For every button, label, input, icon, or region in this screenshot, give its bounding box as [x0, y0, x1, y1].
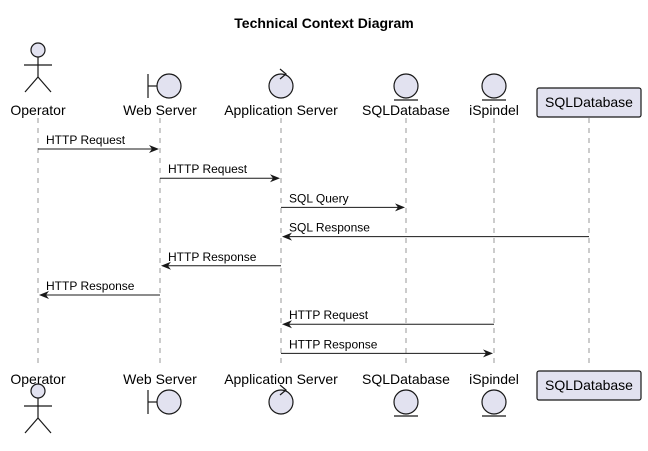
participant-sql-box: SQLDatabase	[536, 87, 642, 118]
message-arrow: HTTP Response	[281, 337, 493, 358]
participant-headers-top: Operator Web Server Application Server SQLD…	[10, 42, 642, 118]
message-arrow: HTTP Request	[282, 308, 494, 329]
entity-icon	[393, 73, 419, 101]
arrow-head	[161, 261, 171, 270]
participant-box	[536, 370, 642, 401]
message-label: HTTP Request	[168, 162, 248, 176]
control-icon	[268, 384, 294, 415]
arrow-head	[395, 203, 405, 212]
participant-label: Web Server	[123, 102, 197, 118]
boundary-icon	[147, 389, 182, 415]
participant-label: iSpindel	[469, 102, 519, 118]
message-arrow: HTTP Response	[39, 279, 160, 299]
control-icon	[268, 68, 294, 99]
message-label: HTTP Request	[289, 308, 369, 322]
message-label: SQL Response	[289, 221, 370, 235]
boundary-icon	[147, 73, 182, 99]
participant-sql-entity: SQLDatabase	[362, 73, 450, 118]
participant-ispindel: iSpindel	[469, 371, 519, 417]
participant-app-server: Application Server	[224, 371, 338, 415]
participant-operator: Operator	[10, 42, 66, 118]
participant-label: SQLDatabase	[545, 94, 633, 110]
arrow-head	[282, 320, 292, 329]
message-arrow: HTTP Response	[161, 250, 281, 270]
message-label: SQL Query	[289, 191, 349, 205]
message-label: HTTP Response	[168, 250, 257, 264]
arrow-head	[483, 349, 493, 358]
lifelines	[37, 118, 590, 368]
participant-label: iSpindel	[469, 371, 519, 387]
participant-box	[536, 87, 642, 118]
participant-app-server: Application Server	[224, 68, 338, 118]
participant-label: Application Server	[224, 371, 338, 387]
participant-label: Web Server	[123, 371, 197, 387]
participant-operator: Operator	[10, 371, 66, 434]
participant-label: Operator	[10, 371, 66, 387]
message-arrow: SQL Response	[282, 221, 589, 241]
entity-icon	[481, 73, 507, 101]
arrow-head	[39, 291, 49, 299]
message-label: HTTP Response	[46, 279, 135, 293]
participant-sql-box: SQLDatabase	[536, 370, 642, 401]
participant-web-server: Web Server	[123, 73, 197, 118]
message-arrow: HTTP Request	[38, 133, 159, 153]
participant-label: SQLDatabase	[362, 371, 450, 387]
actor-icon	[24, 383, 52, 434]
message-arrow: SQL Query	[281, 191, 405, 212]
arrow-head	[282, 232, 292, 241]
actor-icon	[24, 42, 52, 93]
entity-icon	[393, 389, 419, 417]
participant-label: Application Server	[224, 102, 338, 118]
arrow-head	[149, 145, 159, 153]
message-label: HTTP Response	[289, 337, 378, 351]
participant-sql-entity: SQLDatabase	[362, 371, 450, 417]
participant-ispindel: iSpindel	[469, 73, 519, 118]
participant-web-server: Web Server	[123, 371, 197, 415]
message-label: HTTP Request	[46, 133, 126, 147]
message-arrow: HTTP Request	[160, 162, 280, 183]
participant-label: Operator	[10, 102, 66, 118]
participant-label: SQLDatabase	[362, 102, 450, 118]
participant-label: SQLDatabase	[545, 377, 633, 393]
diagram-title: Technical Context Diagram	[234, 15, 413, 31]
entity-icon	[481, 389, 507, 417]
participant-headers-bottom: Operator Web Server Application Server SQLD…	[10, 370, 642, 434]
arrow-head	[270, 174, 280, 183]
